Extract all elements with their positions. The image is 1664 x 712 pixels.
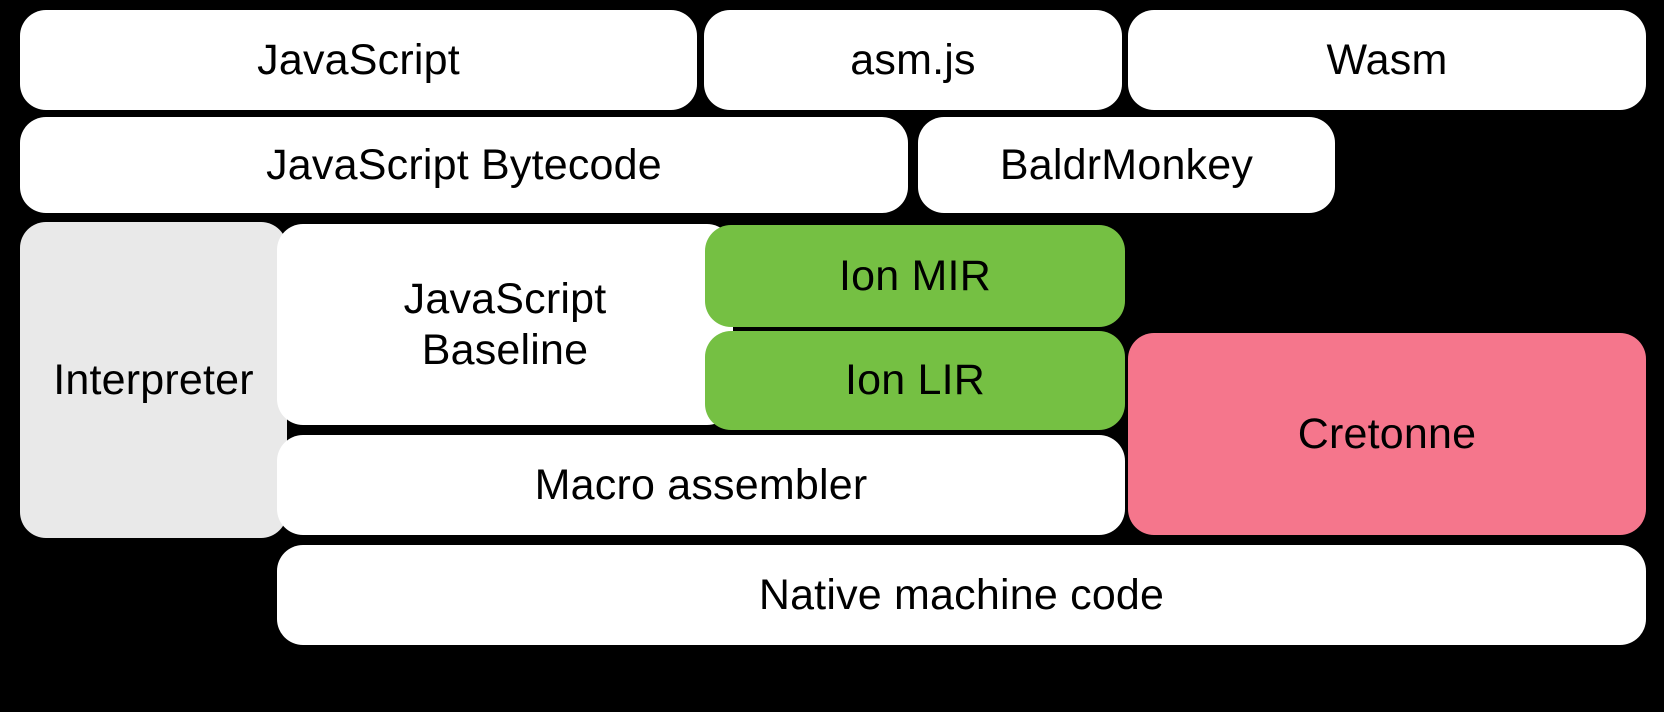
node-macro-assembler: Macro assembler	[277, 435, 1125, 535]
node-ion-mir: Ion MIR	[705, 225, 1125, 327]
node-native-machine-code: Native machine code	[277, 545, 1646, 645]
node-asm-js: asm.js	[704, 10, 1122, 110]
node-ion-lir: Ion LIR	[705, 331, 1125, 430]
node-javascript-baseline: JavaScript Baseline	[277, 224, 733, 425]
node-wasm: Wasm	[1128, 10, 1646, 110]
node-javascript: JavaScript	[20, 10, 697, 110]
node-baldrmonkey: BaldrMonkey	[918, 117, 1335, 213]
node-cretonne: Cretonne	[1128, 333, 1646, 535]
node-javascript-bytecode: JavaScript Bytecode	[20, 117, 908, 213]
node-interpreter: Interpreter	[20, 222, 287, 538]
